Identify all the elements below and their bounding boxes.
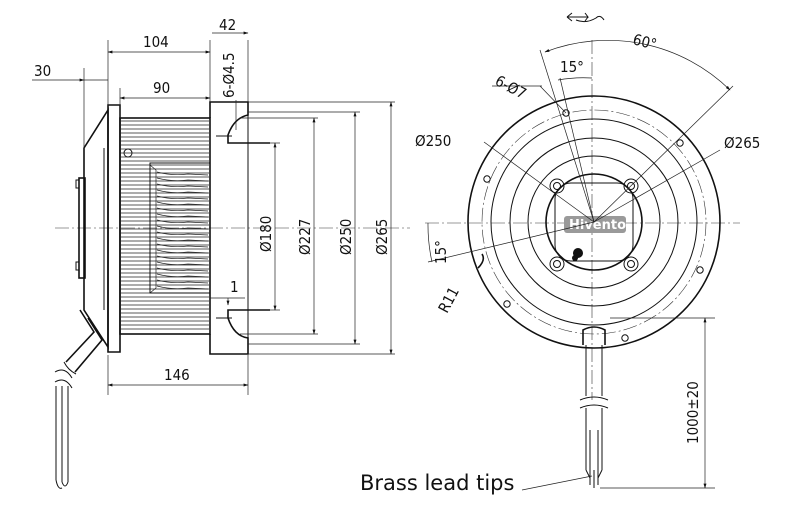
dim-d227: Ø227	[296, 219, 314, 255]
dim-146: 146	[164, 366, 190, 384]
dim-90: 90	[153, 79, 170, 97]
hub-fin	[156, 279, 209, 284]
cable-side	[54, 309, 103, 489]
hub-fin	[156, 261, 209, 266]
hub-fin	[156, 243, 209, 248]
hub-fin	[156, 183, 209, 188]
hub-fin	[156, 285, 209, 290]
dim-angle-60: 60°	[631, 30, 659, 53]
caption-brass-lead-tips: Brass lead tips	[360, 471, 514, 495]
brand-logo: Hivento	[569, 218, 626, 233]
motor-back-plate	[107, 104, 121, 353]
hub-fin	[156, 195, 209, 200]
dim-holes-front: 6-Ø7	[492, 72, 529, 103]
dim-d265-front: Ø265	[724, 134, 760, 152]
hub-fin	[156, 201, 209, 206]
front-view: Hivento	[415, 12, 760, 491]
rotation-arrow	[566, 12, 605, 23]
hub-fin	[156, 177, 209, 182]
side-view: 30 104 42 6-Ø4.5 90 Ø180 Ø227 Ø250 Ø265 …	[32, 16, 410, 489]
hub	[545, 173, 643, 271]
hub-fin	[156, 189, 209, 194]
dim-holes-side: 6-Ø4.5	[220, 52, 238, 98]
hub-fin	[156, 219, 209, 224]
hub-fin	[156, 237, 209, 242]
hub-fin	[156, 267, 209, 272]
hub-fin	[156, 249, 209, 254]
hub-fin	[156, 231, 209, 236]
hub-fin	[156, 273, 209, 278]
dim-30: 30	[34, 62, 51, 80]
outer-flange	[467, 95, 721, 349]
dim-1: 1	[230, 278, 239, 296]
dim-d180: Ø180	[257, 216, 275, 252]
cable-front	[579, 326, 609, 488]
hub-fin	[156, 171, 209, 176]
mounting-holes	[483, 109, 704, 342]
hub-fin	[156, 213, 209, 218]
dim-angle-15-left: 15°	[432, 240, 450, 264]
dim-d250: Ø250	[337, 219, 355, 255]
dim-42: 42	[219, 16, 236, 34]
hub-fin	[156, 225, 209, 230]
dim-angle-15-top: 15°	[560, 58, 584, 76]
hub-fin	[156, 255, 209, 260]
dim-cable-length: 1000±20	[684, 381, 702, 444]
impeller-blades	[119, 117, 211, 335]
dim-r11: R11	[435, 284, 463, 316]
hub-fin	[156, 207, 209, 212]
dim-d250-front: Ø250	[415, 132, 451, 150]
dim-104: 104	[143, 33, 169, 51]
dim-d265: Ø265	[373, 219, 391, 255]
logo-plate	[564, 216, 626, 233]
